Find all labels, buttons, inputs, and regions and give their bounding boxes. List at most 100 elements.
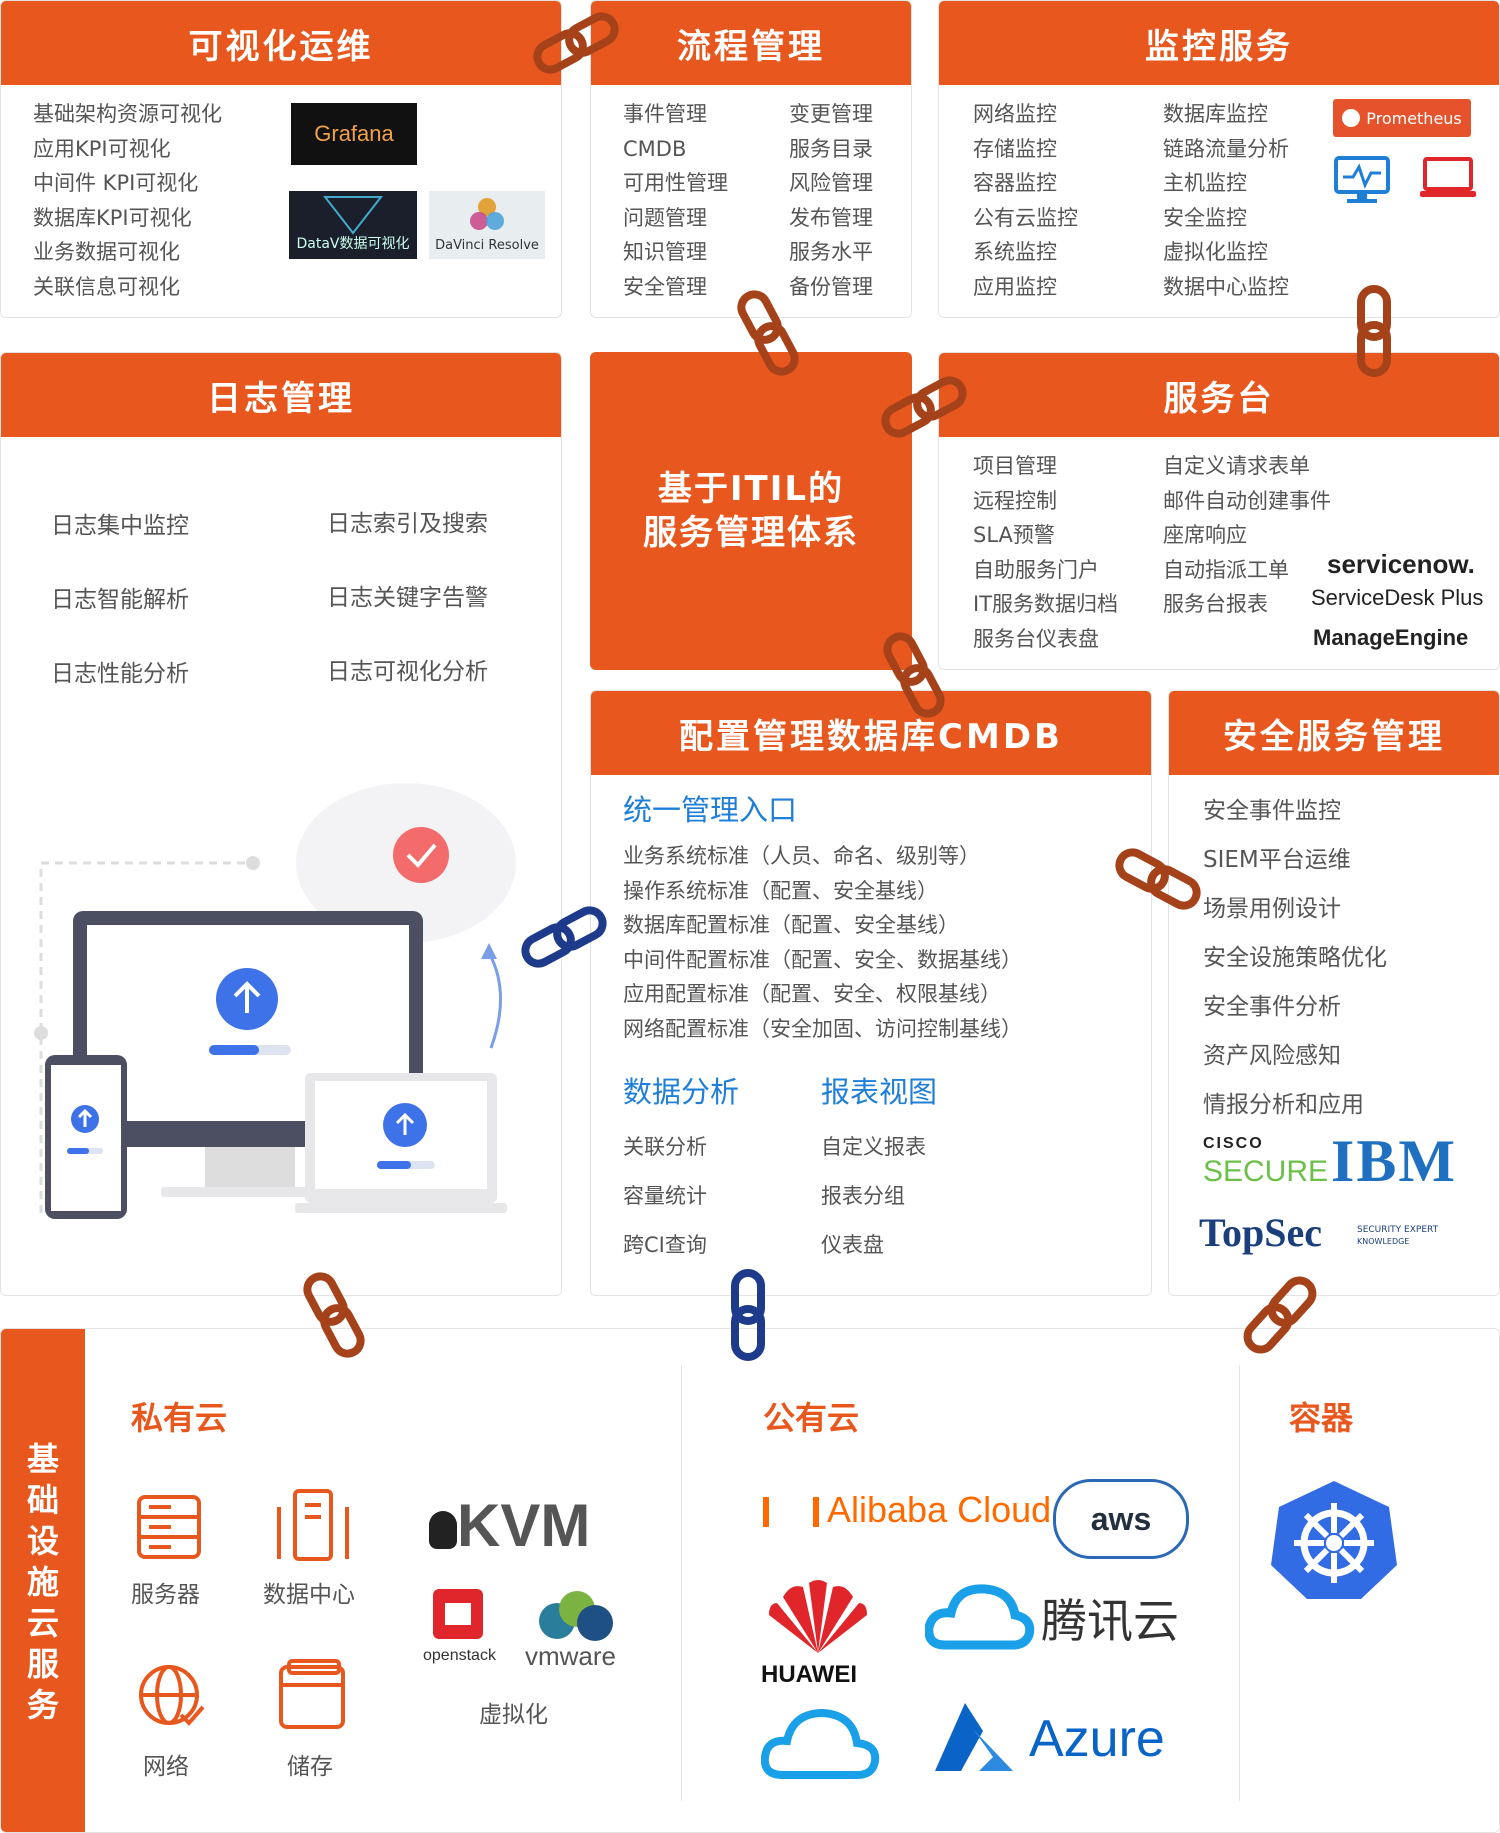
list-item: 可用性管理	[623, 171, 728, 195]
list-item: 风险管理	[789, 171, 873, 195]
list-item: 容器监控	[973, 171, 1057, 195]
list-item: 问题管理	[623, 205, 707, 230]
storage-label: 储存	[287, 1754, 333, 1780]
cloud-icon	[761, 1708, 880, 1779]
huawei-icon	[769, 1580, 867, 1653]
ibm-logo: IBM	[1331, 1128, 1457, 1194]
list-item: 网络配置标准（安全加固、访问控制基线）	[623, 1016, 1022, 1041]
datav-triangle-icon	[323, 196, 383, 235]
manageengine-logo: ManageEngine	[1313, 625, 1469, 650]
topsec-subtitle-1: SECURITY EXPERT	[1357, 1225, 1439, 1235]
visualization-list: 基础架构资源可视化 应用KPI可视化 中间件 KPI可视化 数据库KPI可视化 …	[33, 97, 222, 304]
tencent-cloud-icon	[925, 1584, 1035, 1650]
list-item: 场景用例设计	[1203, 896, 1341, 922]
list-item: 中间件配置标准（配置、安全、数据基线）	[623, 947, 1022, 972]
log-title: 日志管理	[1, 353, 561, 437]
list-item: 备份管理	[789, 274, 873, 299]
list-item: 关联信息可视化	[33, 274, 180, 299]
list-item: 自定义请求表单	[1163, 454, 1310, 478]
list-item: 关联分析	[623, 1135, 707, 1159]
log-col1: 日志集中监控 日志智能解析 日志性能分析	[51, 489, 189, 711]
list-item: 中间件 KPI可视化	[33, 171, 199, 195]
list-item: 日志关键字告警	[327, 585, 488, 611]
cmdb-unified-heading: 统一管理入口	[623, 793, 798, 827]
chain-link-icon	[1353, 285, 1395, 377]
tux-icon	[429, 1511, 457, 1550]
topsec-logo: TopSec	[1199, 1210, 1323, 1255]
infra-side-bar	[1, 1329, 85, 1832]
list-item: 服务台仪表盘	[973, 626, 1099, 651]
monitor-screen-icon	[1334, 156, 1390, 203]
list-item: 安全管理	[623, 274, 707, 299]
server-icon	[137, 1495, 201, 1559]
list-item: 报表分组	[821, 1184, 905, 1208]
servicedesk-col2: 自定义请求表单 邮件自动创建事件 座席响应 自动指派工单 服务台报表	[1163, 449, 1331, 622]
list-item: SIEM平台运维	[1203, 847, 1351, 873]
alibaba-bracket-icon	[763, 1497, 819, 1528]
devices-upload-illustration	[34, 783, 516, 1219]
itil-center-block: 基于ITIL的 服务管理体系	[590, 352, 912, 670]
laptop-icon	[1420, 157, 1476, 197]
monitor-panel: 监控服务 网络监控 存储监控 容器监控 公有云监控 系统监控 应用监控 数据库监…	[938, 0, 1500, 318]
list-item: SLA预警	[973, 523, 1055, 547]
list-item: 日志智能解析	[51, 587, 189, 613]
list-item: 虚拟化监控	[1163, 240, 1268, 264]
openstack-icon	[433, 1589, 483, 1639]
cmdb-analysis-heading: 数据分析	[623, 1075, 740, 1109]
cmdb-standards-list: 业务系统标准（人员、命名、级别等） 操作系统标准（配置、安全基线） 数据库配置标…	[623, 839, 1022, 1046]
divider	[1239, 1365, 1240, 1801]
list-item: 数据库配置标准（配置、安全基线）	[623, 913, 959, 937]
list-item: CMDB	[623, 136, 687, 161]
list-item: 邮件自动创建事件	[1163, 488, 1331, 513]
vmware-label: vmware	[525, 1641, 617, 1671]
servicedesk-panel: 服务台 项目管理 远程控制 SLA预警 自助服务门户 IT服务数据归档 服务台仪…	[938, 352, 1500, 670]
kubernetes-icon	[1271, 1481, 1397, 1599]
list-item: 日志集中监控	[51, 513, 189, 539]
prometheus-logo: Prometheus	[1333, 99, 1471, 137]
list-item: 服务台报表	[1163, 592, 1268, 616]
security-panel: 安全服务管理 安全事件监控 SIEM平台运维 场景用例设计 安全设施策略优化 安…	[1168, 690, 1500, 1296]
list-item: 主机监控	[1163, 171, 1247, 195]
list-item: 数据库KPI可视化	[33, 205, 192, 230]
virtualization-label: 虚拟化	[479, 1702, 548, 1728]
list-item: 业务数据可视化	[33, 240, 180, 264]
process-col1: 事件管理 CMDB 可用性管理 问题管理 知识管理 安全管理	[623, 97, 728, 304]
process-panel: 流程管理 事件管理 CMDB 可用性管理 问题管理 知识管理 安全管理 变更管理…	[590, 0, 912, 318]
network-label: 网络	[143, 1754, 189, 1780]
servicedesk-plus-logo: ServiceDesk Plus	[1311, 585, 1484, 610]
public-cloud-title: 公有云	[763, 1399, 860, 1437]
list-item: 操作系统标准（配置、安全基线）	[623, 878, 938, 903]
list-item: 事件管理	[623, 102, 707, 126]
topsec-subtitle-2: KNOWLEDGE	[1357, 1237, 1410, 1246]
list-item: 情报分析和应用	[1203, 1092, 1364, 1118]
davinci-icon	[470, 198, 504, 230]
list-item: 自助服务门户	[973, 557, 1099, 582]
itil-line1: 基于ITIL的	[657, 469, 845, 509]
infra-panel: 基础设施云服务 私有云 服务器 数据中心 网络 储存 KVM openstack…	[0, 1328, 1500, 1833]
azure-icon	[935, 1703, 1013, 1771]
list-item: 日志可视化分析	[327, 659, 488, 685]
list-item: 仪表盘	[821, 1233, 884, 1257]
servicedesk-col1: 项目管理 远程控制 SLA预警 自助服务门户 IT服务数据归档 服务台仪表盘	[973, 449, 1118, 656]
list-item: 知识管理	[623, 240, 707, 264]
servicenow-logo: servicenow.	[1327, 549, 1475, 579]
list-item: 座席响应	[1163, 523, 1247, 547]
private-cloud-title: 私有云	[131, 1399, 228, 1437]
list-item: 公有云监控	[973, 205, 1078, 230]
list-item: 资产风险感知	[1203, 1043, 1341, 1069]
list-item: 安全设施策略优化	[1203, 945, 1387, 971]
list-item: 网络监控	[973, 102, 1057, 126]
storage-icon	[279, 1659, 345, 1729]
kvm-logo: KVM	[429, 1491, 590, 1560]
list-item: 项目管理	[973, 454, 1057, 478]
cisco-secure-logo: SECURE	[1203, 1155, 1329, 1188]
list-item: 变更管理	[789, 102, 873, 126]
list-item: 安全事件监控	[1203, 798, 1341, 824]
davinci-logo: DaVinci Resolve	[429, 191, 545, 259]
list-item: 业务系统标准（人员、命名、级别等）	[623, 844, 980, 868]
datacenter-icon	[277, 1489, 349, 1561]
list-item: 应用KPI可视化	[33, 136, 171, 161]
server-label: 服务器	[131, 1582, 200, 1608]
huawei-label: HUAWEI	[761, 1661, 857, 1688]
itil-line2: 服务管理体系	[643, 513, 859, 553]
